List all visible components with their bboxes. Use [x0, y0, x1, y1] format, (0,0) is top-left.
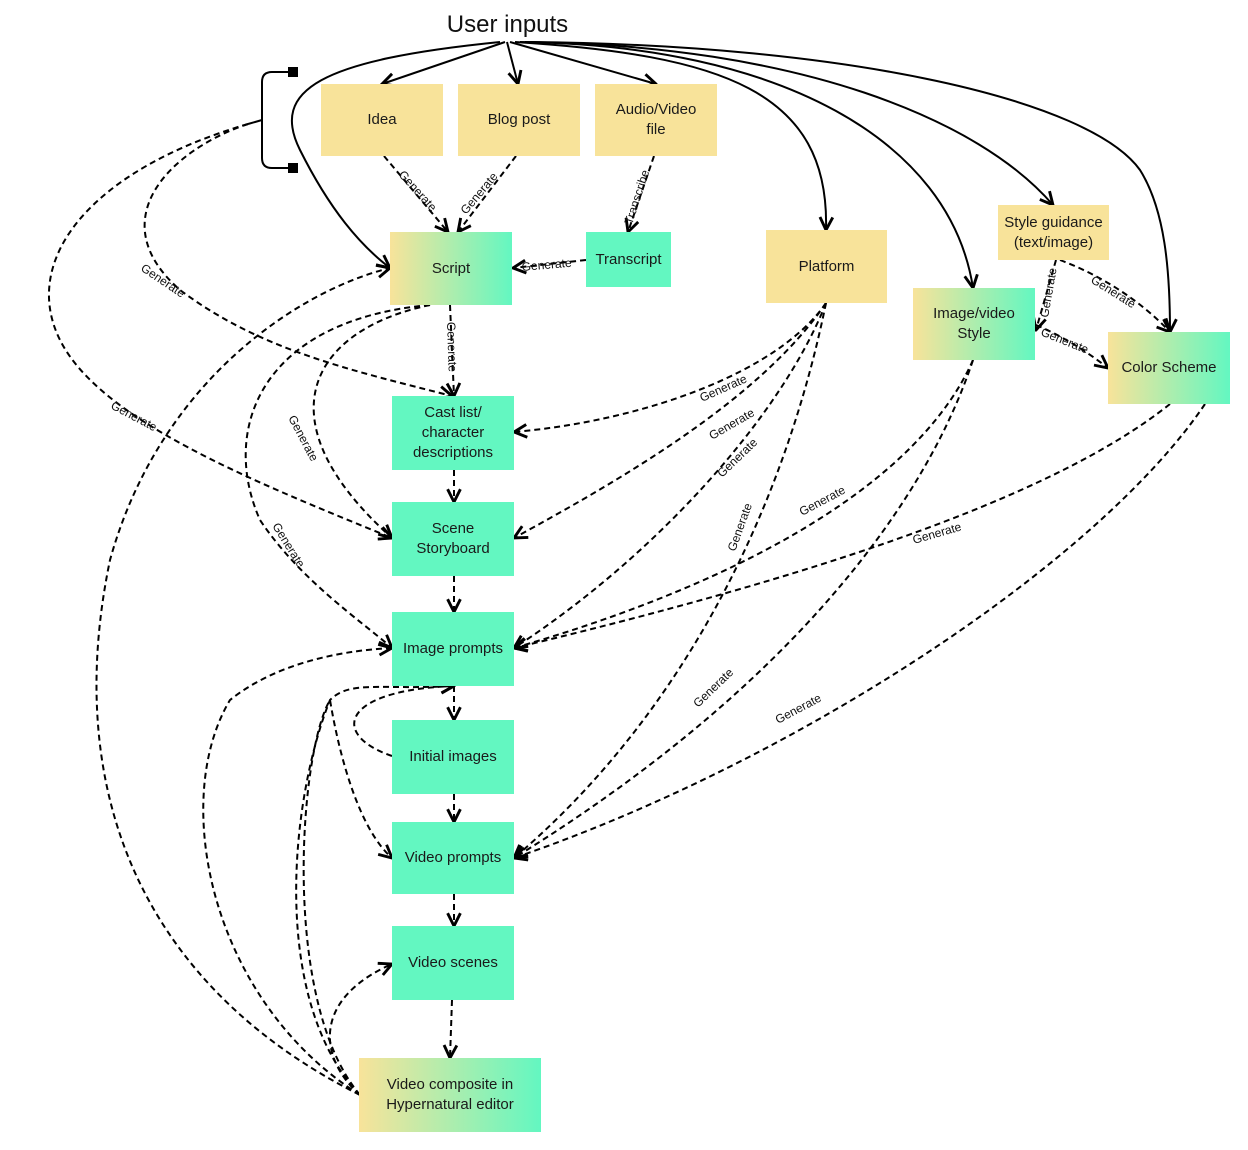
edge-imagestyle-colorscheme — [1035, 324, 1108, 368]
edge-user-blog — [506, 41, 518, 84]
edge-idea-script — [383, 155, 448, 232]
node-script[interactable]: Script — [390, 232, 512, 305]
edge-user-styleguidance — [524, 41, 1053, 205]
node-transcript[interactable]: Transcript — [586, 232, 671, 287]
edge-platform-imageprompts — [514, 302, 827, 648]
node-video-scenes[interactable]: Video scenes — [392, 926, 514, 1000]
edge-platform-storyboard — [514, 302, 827, 538]
edge-colorscheme-videoprompts — [514, 403, 1206, 858]
label-styleguidance-imagestyle: Generate — [1037, 266, 1060, 318]
label-imagestyle-videoprompts: Generate — [690, 665, 736, 710]
edge-bracket-storyboard — [48, 123, 392, 538]
edge-user-imagestyle — [519, 41, 973, 288]
edge-platform-videoprompts — [514, 302, 827, 858]
node-image-prompts[interactable]: Image prompts — [392, 612, 514, 686]
edge-colorscheme-imageprompts — [514, 403, 1171, 648]
label-blog-script: Generate — [458, 169, 501, 217]
label-imagestyle-imageprompts: Generate — [797, 483, 848, 519]
generated-arrows — [48, 123, 1206, 1096]
node-idea[interactable]: Idea — [321, 84, 443, 156]
user-input-arrows — [290, 41, 1170, 332]
edge-composite-videoprompts-2 — [302, 697, 392, 1096]
edge-composite-imageprompts — [202, 648, 392, 1096]
edge-composite-script — [95, 268, 390, 1096]
edge-bracket-cast — [143, 123, 452, 396]
node-style-guidance[interactable]: Style guidance (text/image) — [998, 205, 1109, 260]
node-cast-list[interactable]: Cast list/ character descriptions — [392, 396, 514, 470]
node-video-composite[interactable]: Video composite in Hypernatural editor — [359, 1058, 541, 1132]
node-platform[interactable]: Platform — [766, 230, 887, 303]
label-script-cast: Generate — [444, 322, 460, 373]
edge-script-cast — [450, 304, 454, 396]
node-image-video-style[interactable]: Image/video Style — [913, 288, 1035, 360]
bracket — [247, 67, 298, 173]
edge-platform-cast — [514, 302, 827, 432]
label-platform-cast: Generate — [698, 371, 750, 404]
edge-scenes-composite — [450, 999, 452, 1058]
node-initial-images[interactable]: Initial images — [392, 720, 514, 794]
label-bracket-cast: Generate — [138, 261, 188, 301]
node-audio-video-file[interactable]: Audio/Video file — [595, 84, 717, 156]
edge-styleguidance-imagestyle — [1036, 259, 1057, 330]
node-color-scheme[interactable]: Color Scheme — [1108, 332, 1230, 404]
label-script-imageprompts: Generate — [269, 520, 308, 570]
label-bracket-storyboard: Generate — [109, 398, 160, 434]
node-video-prompts[interactable]: Video prompts — [392, 822, 514, 894]
diagram-title: User inputs — [446, 11, 569, 38]
edge-blog-script — [458, 155, 517, 232]
label-transcript-script: Generate — [521, 256, 572, 274]
edge-script-storyboard — [312, 304, 431, 538]
edge-user-colorscheme — [529, 41, 1170, 332]
edge-composite-videoprompts — [295, 686, 454, 1096]
edge-imagestyle-imageprompts — [514, 359, 974, 648]
edge-styleguidance-colorscheme — [1059, 259, 1170, 332]
node-blog-post[interactable]: Blog post — [458, 84, 580, 156]
edge-user-idea — [382, 41, 506, 84]
edge-audio-transcript — [628, 155, 655, 232]
edge-user-platform — [514, 41, 826, 230]
edge-user-audio — [509, 41, 656, 84]
edge-initial-imageprompts-loop — [353, 686, 454, 757]
label-idea-script: Generate — [396, 168, 440, 215]
edge-script-imageprompts — [244, 304, 431, 648]
edge-user-script — [290, 41, 501, 268]
label-platform-imageprompts: Generate — [714, 435, 760, 480]
label-styleguidance-colorscheme: Generate — [1088, 273, 1138, 312]
edge-composite-scenes — [328, 964, 392, 1096]
node-scene-storyboard[interactable]: Scene Storyboard — [392, 502, 514, 576]
edge-imagestyle-videoprompts — [514, 359, 974, 858]
label-script-storyboard: Generate — [285, 413, 321, 464]
edge-transcript-script — [513, 259, 587, 268]
label-platform-videoprompts: Generate — [725, 501, 755, 553]
label-imagestyle-colorscheme: Generate — [1039, 325, 1091, 357]
label-audio-transcript: Transcribe — [622, 168, 653, 226]
